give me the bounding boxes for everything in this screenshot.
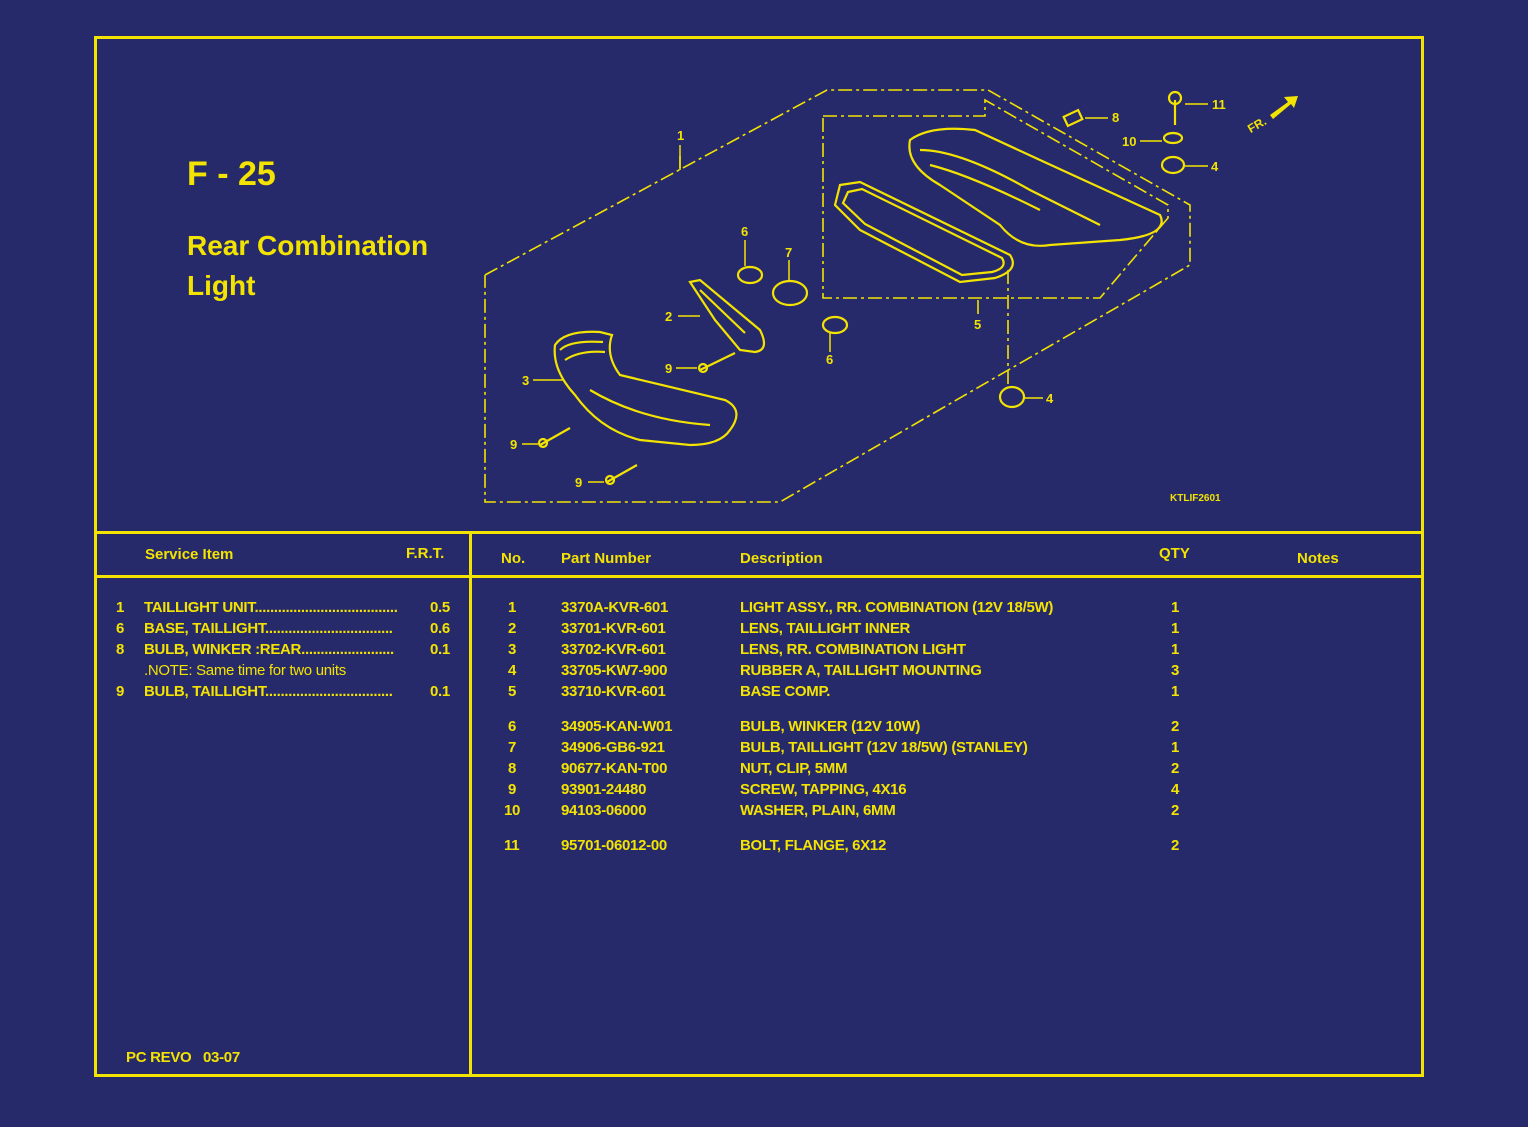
- callout-2: 2: [665, 309, 672, 324]
- page-title-line2: Light: [187, 270, 256, 301]
- callout-9a: 9: [665, 361, 672, 376]
- callout-4a: 4: [1211, 159, 1219, 174]
- lens-inner-shape: [688, 278, 766, 354]
- footer-model-code: PC REVO 03-07: [126, 1049, 240, 1066]
- fr-label: FR.: [1245, 114, 1269, 136]
- callout-10: 10: [1122, 134, 1136, 149]
- diagram-code: KTLIF2601: [1170, 493, 1221, 504]
- callout-4b: 4: [1046, 391, 1054, 406]
- callout-8: 8: [1112, 110, 1119, 125]
- diagram-divider: [94, 531, 1424, 534]
- qty-header: QTY: [1159, 545, 1190, 562]
- description-header: Description: [740, 550, 823, 567]
- page-title-line1: Rear Combination: [187, 230, 429, 261]
- gasket-shape: [833, 180, 1014, 284]
- assembly-outline-inner: [822, 98, 1169, 299]
- callout-9b: 9: [510, 437, 517, 452]
- callout-6b: 6: [826, 352, 833, 367]
- bulb-icons: [736, 265, 849, 335]
- callout-6a: 6: [741, 224, 748, 239]
- part-number-header: Part Number: [561, 550, 652, 567]
- no-header: No.: [501, 550, 526, 567]
- callout-1: 1: [677, 128, 684, 143]
- column-divider: [469, 531, 472, 1077]
- callout-9c: 9: [575, 475, 582, 490]
- lens-combination-shape: [553, 330, 738, 447]
- notes-header: Notes: [1297, 550, 1339, 567]
- exploded-diagram: 1 2 3 4 4 5 6 6 7 8 9 9 9 10 11 FR.: [484, 89, 1298, 503]
- page-frame: [94, 36, 1424, 1077]
- base-comp-shape: [908, 127, 1163, 247]
- fr-arrow-icon: [1270, 96, 1298, 119]
- callout-11: 11: [1212, 97, 1226, 112]
- header-divider: [94, 575, 1424, 578]
- service-item-header: Service Item: [145, 546, 234, 563]
- callout-7: 7: [785, 245, 792, 260]
- callout-5: 5: [974, 317, 981, 332]
- frt-header: F.R.T.: [406, 545, 445, 562]
- rubber-icons: [998, 108, 1186, 409]
- assembly-outline-outer: [484, 89, 1191, 503]
- callout-3: 3: [522, 373, 529, 388]
- page-code: F - 25: [187, 155, 276, 193]
- screw-icons: [537, 90, 1183, 486]
